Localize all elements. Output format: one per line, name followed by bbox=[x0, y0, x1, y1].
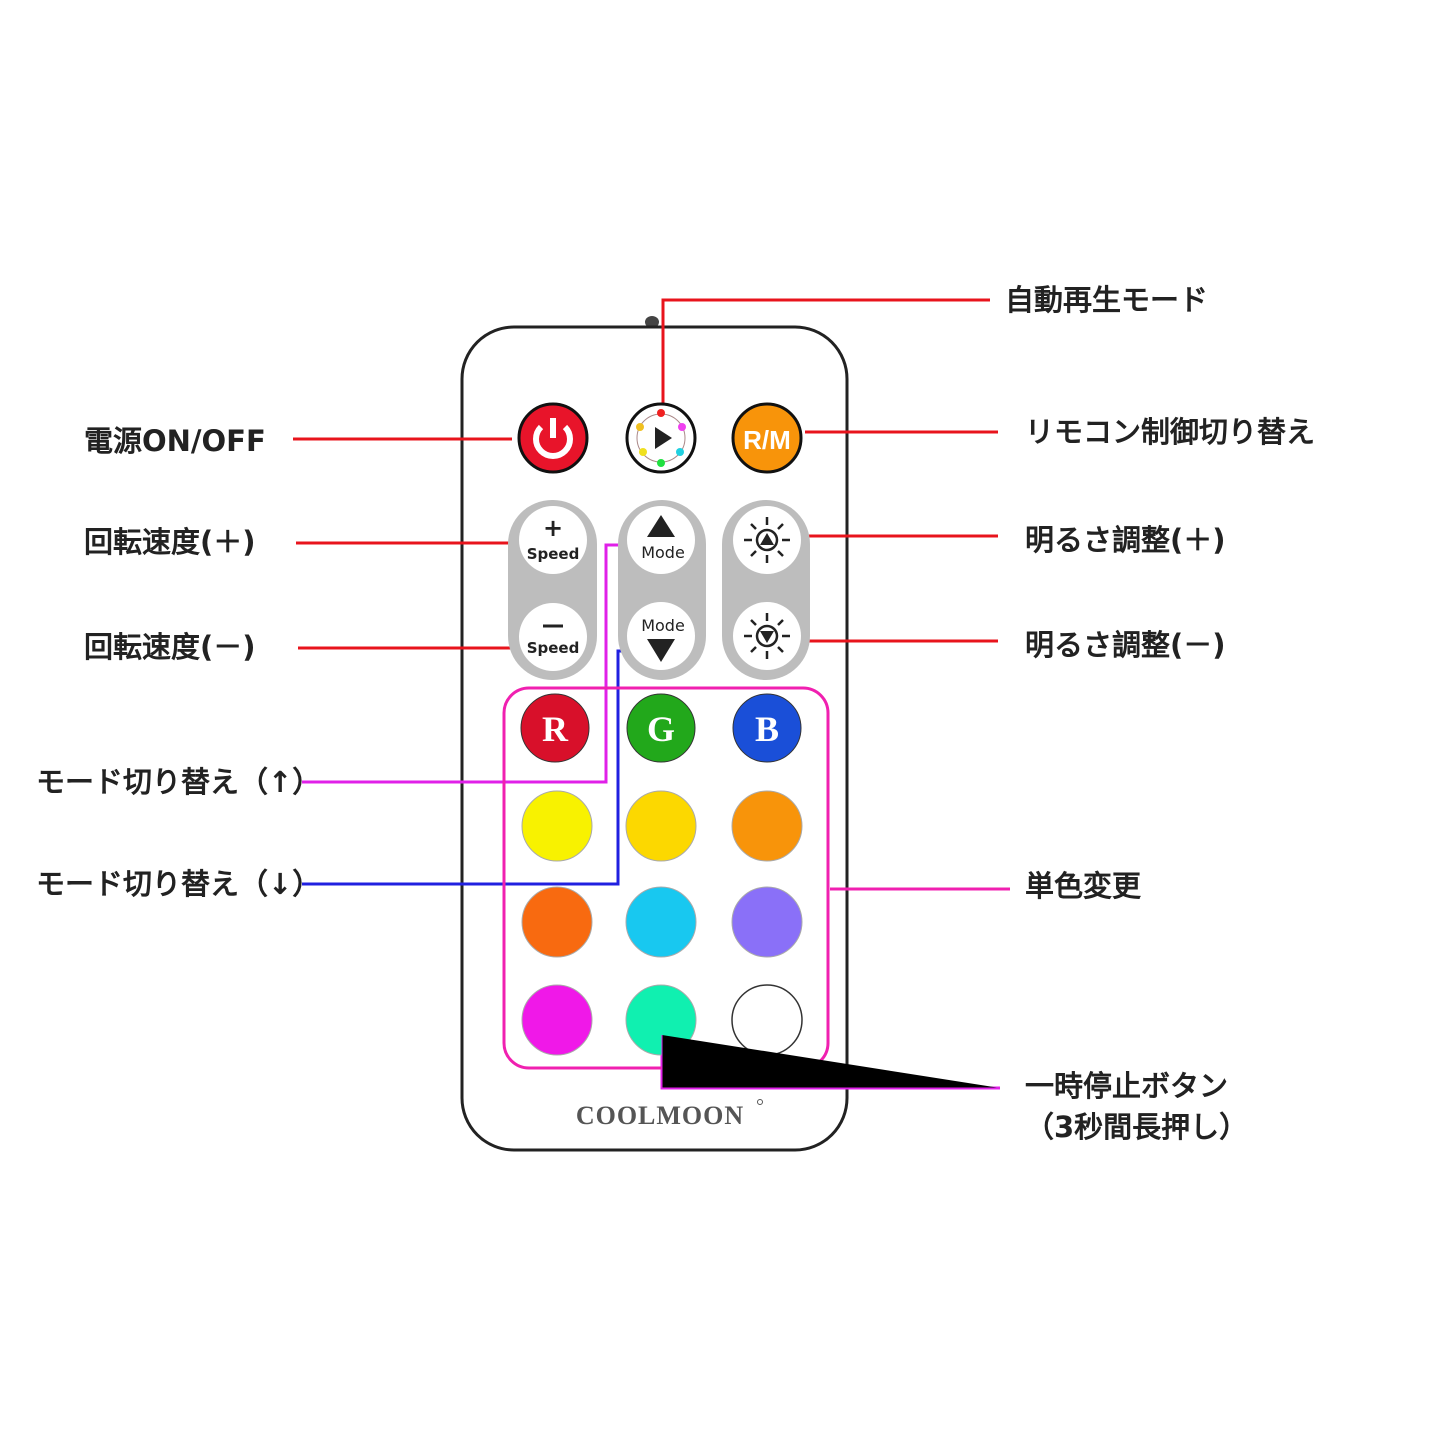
label-mode-up: モード切り替え（↑） bbox=[36, 765, 322, 799]
label-bright-down: 明るさ調整(－) bbox=[1025, 628, 1226, 662]
triangle-up-icon bbox=[647, 515, 675, 537]
label-speed-down: 回転速度(－) bbox=[84, 630, 256, 664]
rm-button[interactable]: R/M bbox=[731, 402, 803, 474]
label-speed-up: 回転速度(＋) bbox=[84, 525, 256, 559]
color-button[interactable] bbox=[731, 790, 803, 862]
label-mode-down: モード切り替え（↓） bbox=[36, 867, 322, 901]
mode-down-button[interactable]: Mode bbox=[627, 602, 695, 670]
auto-play-button[interactable] bbox=[625, 402, 697, 474]
color-button[interactable] bbox=[625, 984, 697, 1056]
svg-text:Speed: Speed bbox=[527, 639, 580, 657]
label-single-color: 単色変更 bbox=[1025, 869, 1142, 903]
color-button[interactable] bbox=[625, 790, 697, 862]
ir-emitter bbox=[645, 316, 659, 328]
play-icon bbox=[655, 427, 672, 449]
brand-logo: COOLMOON bbox=[576, 1101, 744, 1130]
registered-mark bbox=[757, 1099, 763, 1105]
svg-text:R: R bbox=[542, 709, 569, 749]
triangle-down-icon bbox=[647, 639, 675, 662]
label-pause-note: （3秒間長押し） bbox=[1025, 1110, 1249, 1144]
svg-text:Mode: Mode bbox=[641, 616, 685, 635]
speed-up-button[interactable]: + Speed bbox=[519, 506, 587, 574]
svg-text:G: G bbox=[647, 709, 675, 749]
label-rm-switch: リモコン制御切り替え bbox=[1025, 415, 1316, 449]
label-pause: 一時停止ボタン bbox=[1025, 1069, 1229, 1103]
speed-down-button[interactable]: Speed bbox=[519, 603, 587, 671]
color-button[interactable] bbox=[521, 886, 593, 958]
power-button[interactable] bbox=[517, 402, 589, 474]
mode-up-button[interactable]: Mode bbox=[627, 506, 695, 574]
label-power: 電源ON/OFF bbox=[84, 424, 266, 458]
svg-text:Mode: Mode bbox=[641, 543, 685, 562]
label-bright-up: 明るさ調整(＋) bbox=[1025, 523, 1226, 557]
brightness-down-button[interactable] bbox=[733, 602, 801, 670]
color-button[interactable] bbox=[731, 886, 803, 958]
leader-pause bbox=[661, 1035, 1000, 1089]
color-button[interactable] bbox=[625, 886, 697, 958]
svg-text:Speed: Speed bbox=[527, 545, 580, 563]
green-button[interactable]: G bbox=[626, 693, 696, 763]
color-button[interactable] bbox=[521, 984, 593, 1056]
blue-button[interactable]: B bbox=[732, 693, 802, 763]
svg-text:R/M: R/M bbox=[743, 425, 791, 455]
leader-auto-play bbox=[661, 298, 990, 412]
red-button[interactable]: R bbox=[520, 693, 590, 763]
color-button[interactable] bbox=[731, 984, 803, 1056]
brightness-up-button[interactable] bbox=[733, 506, 801, 574]
color-button[interactable] bbox=[521, 790, 593, 862]
label-auto-play: 自動再生モード bbox=[1005, 283, 1209, 317]
plus-icon: + bbox=[543, 514, 563, 542]
svg-text:B: B bbox=[755, 709, 779, 749]
power-icon bbox=[533, 424, 573, 460]
